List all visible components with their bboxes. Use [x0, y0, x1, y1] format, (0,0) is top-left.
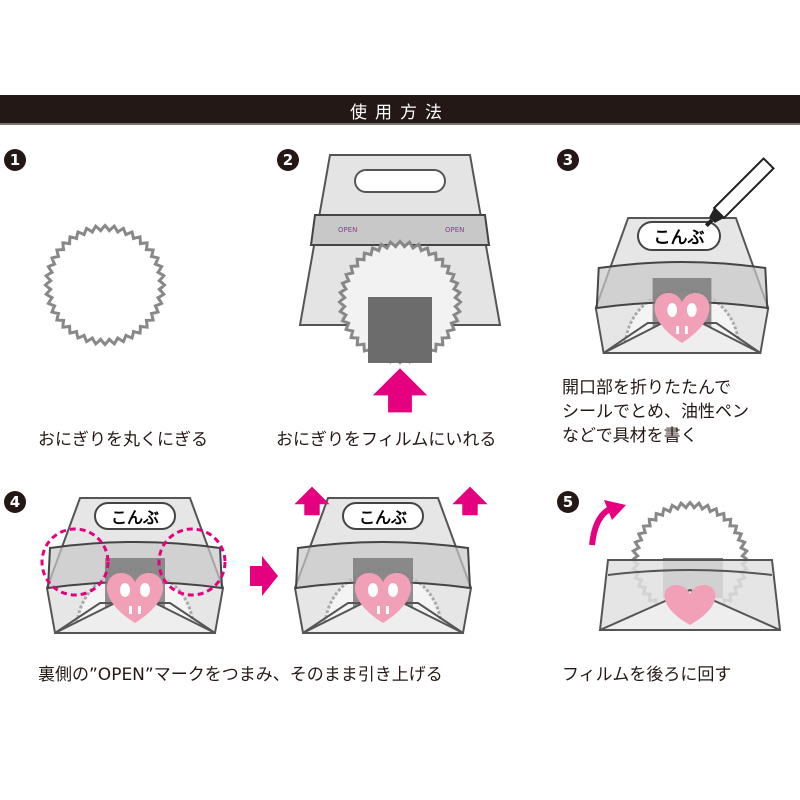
- folded-package-step3: こんぶ: [594, 157, 775, 355]
- open-mark-highlight-left: [40, 527, 110, 597]
- header-bar: 使用方法: [0, 95, 800, 125]
- open-mark-highlight-right: [157, 527, 227, 597]
- filling-label: こんぶ: [654, 228, 705, 248]
- rice-ball-outline: [43, 223, 167, 347]
- step-number-4: 4: [4, 491, 26, 513]
- rice-ball-scalloped-circle: [43, 223, 167, 347]
- film-rotate-step5: [589, 500, 782, 631]
- filling-label: こんぶ: [111, 508, 159, 527]
- step4-caption: 裏側の”OPEN”マークをつまみ、そのまま引き上げる: [38, 665, 443, 685]
- step-number-3: 3: [557, 149, 579, 171]
- filling-label: こんぶ: [359, 508, 407, 527]
- step-number-5: 5: [557, 491, 579, 513]
- caption-line: 開口部を折りたたんで: [562, 378, 732, 398]
- marker-pen-icon: [704, 157, 775, 228]
- caption-line: シールでとめ、油性ペン: [562, 402, 749, 422]
- open-mark-left: OPEN: [338, 226, 357, 234]
- package-pinch-open-step4: こんぶ こんぶ: [40, 486, 488, 635]
- film-bag-illustration: OPEN OPEN: [298, 154, 502, 413]
- rotate-arrow-icon: [589, 505, 614, 546]
- step-number-1: 1: [4, 149, 26, 171]
- next-arrow-icon: [250, 556, 278, 596]
- pull-up-arrow-right-icon: [452, 486, 488, 516]
- insert-arrow-icon: [372, 368, 428, 413]
- step2-caption: おにぎりをフィルムにいれる: [276, 430, 497, 450]
- step-number-2: 2: [277, 149, 299, 171]
- step1-caption: おにぎりを丸くにぎる: [38, 430, 208, 450]
- step5-caption: フィルムを後ろに回す: [562, 665, 732, 685]
- caption-line: などで具材を書く: [562, 426, 698, 446]
- header-title: 使用方法: [350, 103, 450, 123]
- open-mark-right: OPEN: [445, 226, 464, 234]
- step3-caption: 開口部を折りたたんで シールでとめ、油性ペン などで具材を書く: [562, 376, 749, 448]
